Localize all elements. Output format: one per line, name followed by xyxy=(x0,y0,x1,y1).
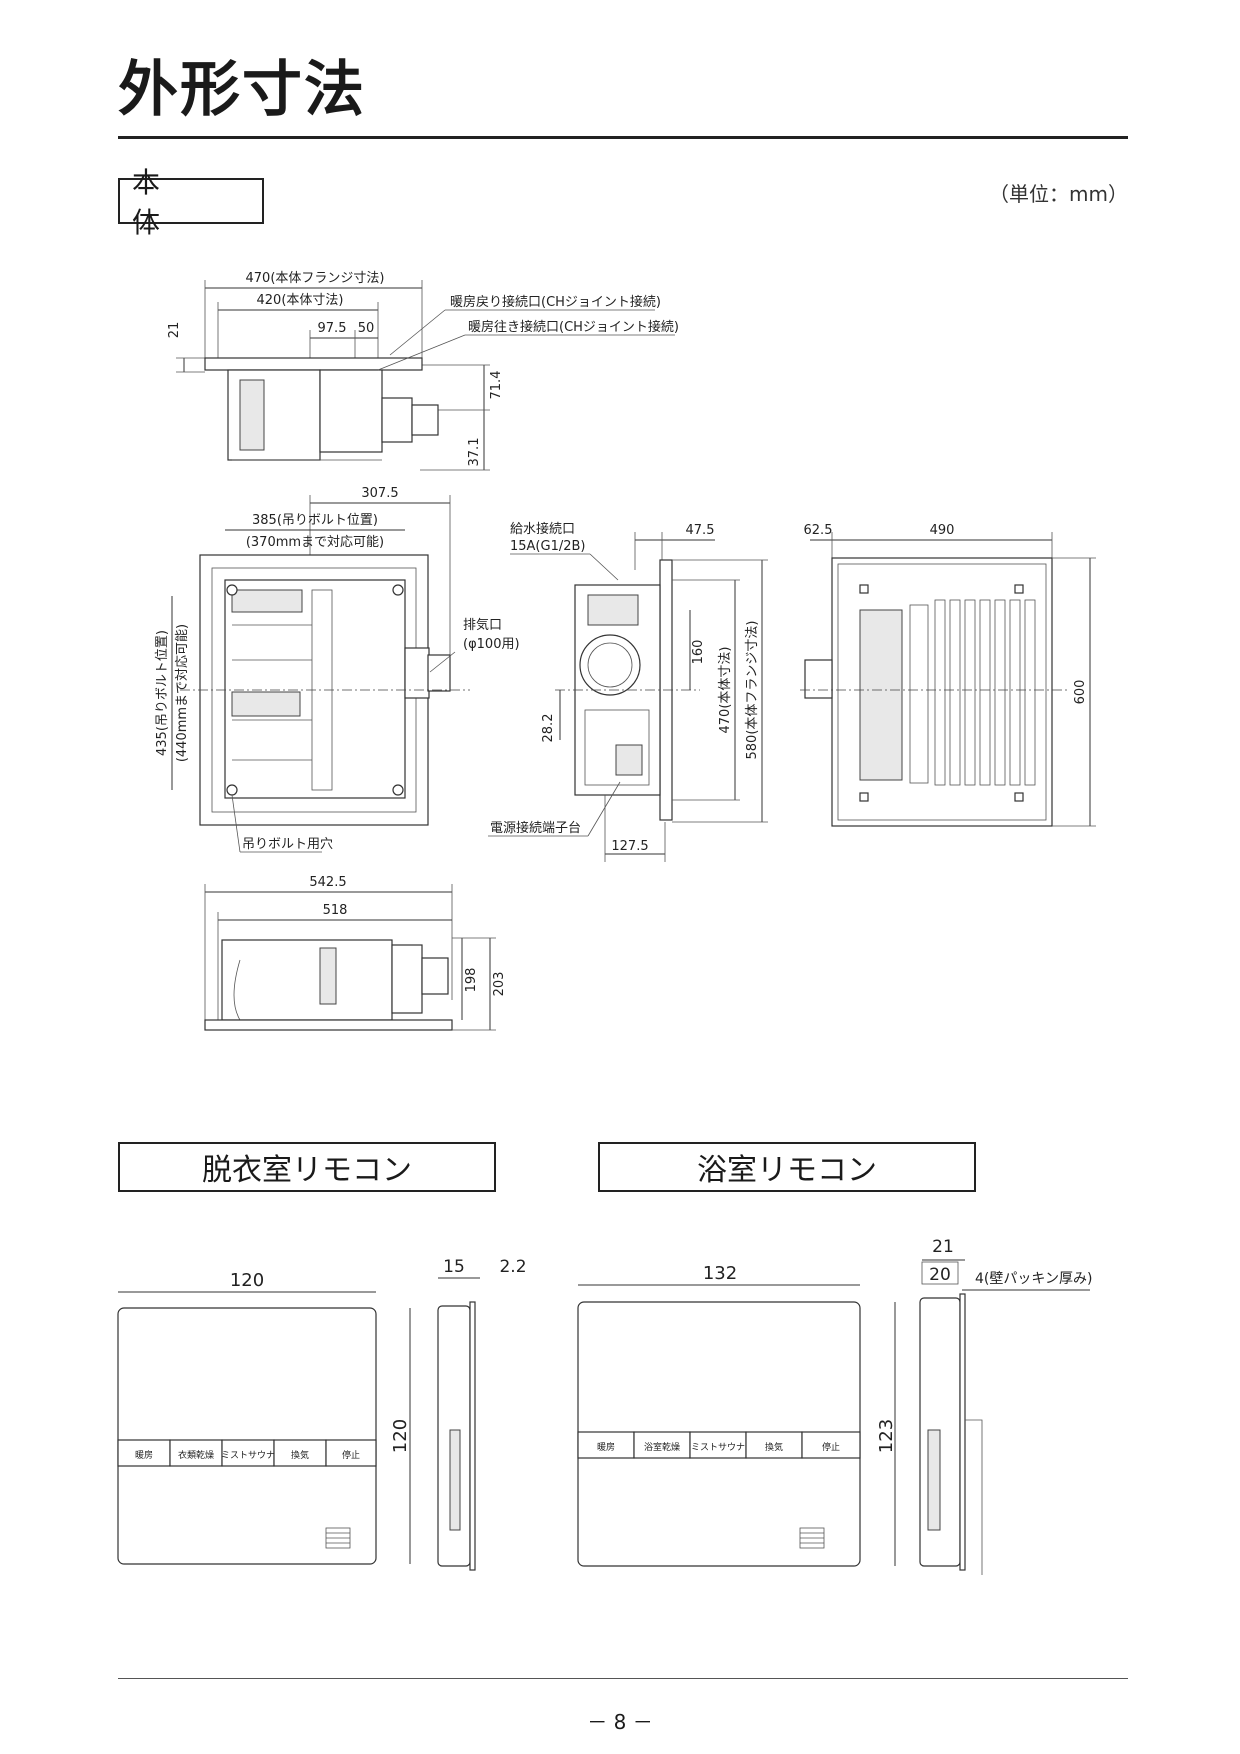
bath-depth-total: 21 xyxy=(932,1237,954,1257)
end-water-port: 給水接続口 xyxy=(510,521,575,537)
top-bolt-hole: 吊りボルト用穴 xyxy=(242,837,333,852)
end-width-127: 127.5 xyxy=(611,839,648,854)
bath-btn-dry: 浴室乾燥 xyxy=(644,1441,680,1453)
side-return-port: 暖房戻り接続口(CHジョイント接続) xyxy=(450,294,661,310)
section-dressing-remote: 脱衣室リモコン xyxy=(118,1142,496,1192)
bath-btn-heat: 暖房 xyxy=(597,1441,615,1453)
face-view: 62.5 490 600 xyxy=(800,523,1096,827)
bath-packing: 4(壁パッキン厚み) xyxy=(975,1271,1092,1287)
end-power-terminal: 電源接続端子台 xyxy=(490,820,581,836)
end-flange-dim: 580(本体フランジ寸法) xyxy=(745,621,760,760)
end-height-160: 160 xyxy=(691,640,706,665)
end-water-size: 15A(G1/2B) xyxy=(510,539,586,554)
section-bathroom-remote: 浴室リモコン xyxy=(598,1142,976,1192)
face-height: 600 xyxy=(1073,680,1088,705)
dressing-button-strip: 暖房 衣類乾燥 ミストサウナ 換気 停止 xyxy=(117,1439,377,1467)
side-height-lower: 37.1 xyxy=(467,438,482,467)
bath-btn-stop: 停止 xyxy=(822,1441,840,1453)
front-height-b: 203 xyxy=(492,972,507,997)
top-view: 307.5 385(吊りボルト位置) (370mmまで対応可能) 435(吊りボ… xyxy=(155,486,520,853)
side-flange-width: 470(本体フランジ寸法) xyxy=(246,271,385,286)
top-depth: 307.5 xyxy=(361,486,398,501)
side-supply-port: 暖房往き接続口(CHジョイント接続) xyxy=(468,319,679,335)
face-louvers xyxy=(934,599,1036,786)
section-bathroom-remote-label: 浴室リモコン xyxy=(697,1153,877,1188)
bath-depth-body: 20 xyxy=(929,1265,951,1285)
dressing-width: 120 xyxy=(230,1270,264,1291)
dressing-btn-stop: 停止 xyxy=(342,1449,360,1461)
end-body-dim: 470(本体寸法) xyxy=(718,647,733,734)
page-number: － 8 － xyxy=(587,1710,653,1734)
side-flange-thickness: 21 xyxy=(167,322,182,339)
bath-btn-vent: 換気 xyxy=(765,1441,783,1453)
dressing-btn-mist: ミストサウナ xyxy=(221,1450,275,1461)
dressing-speaker-icon xyxy=(325,1527,351,1549)
bath-speaker-icon xyxy=(799,1527,825,1549)
page-title: 外形寸法 xyxy=(118,55,366,125)
bath-button-strip: 暖房 浴室乾燥 ミストサウナ 換気 停止 xyxy=(577,1431,861,1459)
section-dressing-remote-label: 脱衣室リモコン xyxy=(202,1153,412,1188)
dressing-btn-heat: 暖房 xyxy=(135,1449,153,1461)
side-view: 470(本体フランジ寸法) 420(本体寸法) 97.5 50 21 71.4 … xyxy=(167,271,679,471)
dressing-depth: 15 xyxy=(443,1257,465,1277)
front-overall: 542.5 xyxy=(309,875,346,890)
side-body-width: 420(本体寸法) xyxy=(257,293,344,308)
top-bolt-side-b: (440mmまで対応可能) xyxy=(175,624,190,762)
bath-height: 123 xyxy=(876,1419,897,1453)
title-rule xyxy=(118,136,1128,139)
front-body: 518 xyxy=(323,903,348,918)
unit-note: （単位：mm） xyxy=(989,182,1128,206)
top-exhaust-size: (φ100用) xyxy=(463,637,520,652)
dressing-height: 120 xyxy=(390,1419,411,1453)
dressing-thickness: 2.2 xyxy=(499,1257,526,1277)
side-height-upper: 71.4 xyxy=(489,371,504,400)
front-height-a: 198 xyxy=(464,968,479,993)
bath-btn-mist: ミストサウナ xyxy=(691,1442,745,1453)
face-left-offset: 62.5 xyxy=(804,523,833,538)
top-exhaust-label: 排気口 xyxy=(463,617,502,633)
section-main-body-label: 本 体 xyxy=(132,166,237,239)
top-bolt-note: (370mmまで対応可能) xyxy=(246,535,384,550)
section-main-body: 本 体 xyxy=(118,166,264,239)
bottom-rule xyxy=(118,1678,1128,1679)
top-bolt-span: 385(吊りボルト位置) xyxy=(252,513,378,528)
end-view: 給水接続口 15A(G1/2B) 47.5 160 28.2 470(本体寸法)… xyxy=(488,521,768,862)
dressing-btn-dry: 衣類乾燥 xyxy=(178,1449,214,1461)
bath-remote-drawing: 132 暖房 浴室乾燥 ミストサウナ 換気 停止 123 21 20 4(壁パッ… xyxy=(577,1237,1092,1575)
side-offset-b: 50 xyxy=(358,321,375,336)
end-offset: 47.5 xyxy=(686,523,715,538)
front-view: 542.5 518 198 203 xyxy=(204,875,507,1031)
dressing-btn-vent: 換気 xyxy=(291,1449,309,1461)
top-bolt-side-a: 435(吊りボルト位置) xyxy=(155,630,170,756)
bath-width: 132 xyxy=(703,1263,737,1284)
face-width: 490 xyxy=(930,523,955,538)
dressing-remote-drawing: 120 暖房 衣類乾燥 ミストサウナ 換気 停止 120 15 2.2 xyxy=(117,1257,527,1571)
end-height-28: 28.2 xyxy=(541,714,556,743)
side-offset-a: 97.5 xyxy=(318,321,347,336)
